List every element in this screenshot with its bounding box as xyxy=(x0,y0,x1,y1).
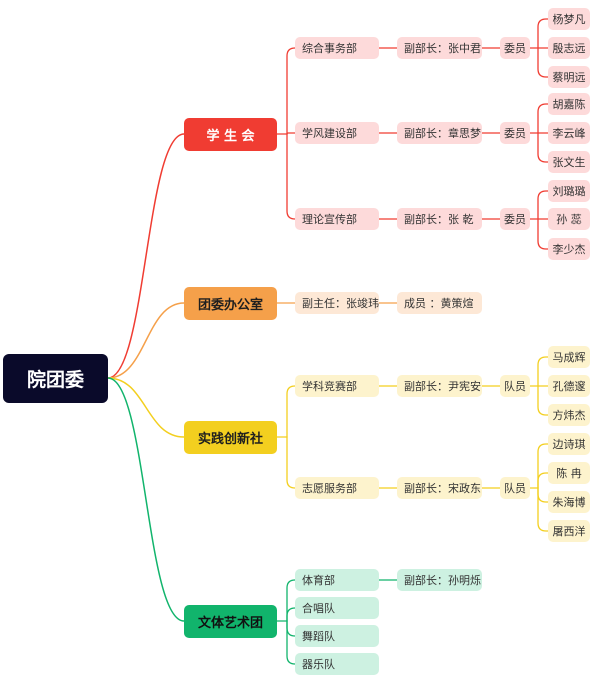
member-name: 陈 冉 xyxy=(548,462,590,484)
connector-curve xyxy=(107,302,185,379)
root-node: 院团委 xyxy=(3,354,108,403)
connector-branch xyxy=(537,47,549,78)
connector-branch xyxy=(537,190,549,220)
unit-head: 副部长：章思梦 xyxy=(397,122,482,144)
dept-student-union: 学 生 会 xyxy=(184,118,277,151)
member-name: 马成辉 xyxy=(548,346,590,368)
unit-theory-propaganda: 理论宣传部 xyxy=(295,208,379,230)
unit-instrumental: 器乐队 xyxy=(295,653,379,675)
connector-branch xyxy=(537,472,549,489)
dept-arts-sports: 文体艺术团 xyxy=(184,605,277,638)
connector-branch xyxy=(286,620,296,637)
unit-head: 副部长：孙明烁 xyxy=(397,569,482,591)
dept-practice-innovation: 实践创新社 xyxy=(184,421,277,454)
unit-choir: 合唱队 xyxy=(295,597,379,619)
connector-curve xyxy=(107,377,185,438)
unit-head: 副部长：宋政东 xyxy=(397,477,482,499)
member-name: 殷志远 xyxy=(548,37,590,59)
unit-head: 副部长：张中君 xyxy=(397,37,482,59)
member-name: 杨梦凡 xyxy=(548,8,590,30)
unit-dance: 舞蹈队 xyxy=(295,625,379,647)
member-name: 刘璐璐 xyxy=(548,180,590,202)
connector-branch xyxy=(537,18,549,49)
member-name: 李少杰 xyxy=(548,238,590,260)
member-name: 李云峰 xyxy=(548,122,590,144)
member-name: 边诗琪 xyxy=(548,433,590,455)
connector-curve xyxy=(107,133,185,379)
unit-study-style: 学风建设部 xyxy=(295,122,379,144)
unit-volunteer: 志愿服务部 xyxy=(295,477,379,499)
connector-branch xyxy=(537,132,549,163)
connector-branch xyxy=(286,436,296,489)
unit-sports: 体育部 xyxy=(295,569,379,591)
connector-branch xyxy=(537,103,549,134)
unit-general-affairs: 综合事务部 xyxy=(295,37,379,59)
connector-branch xyxy=(286,385,296,438)
member-name: 胡嘉陈 xyxy=(548,93,590,115)
connector-branch xyxy=(286,579,296,622)
member-name: 张文生 xyxy=(548,151,590,173)
unit-member: 成员 ：黄策煊 xyxy=(397,292,482,314)
unit-deputy-director: 副主任：张竣玮 xyxy=(295,292,379,314)
connector-branch xyxy=(286,133,296,220)
group-label: 队员 xyxy=(500,477,530,499)
connector-branch xyxy=(537,385,549,416)
member-name: 孙 蕊 xyxy=(548,208,590,230)
unit-head: 副部长：张 乾 xyxy=(397,208,482,230)
connector-branch xyxy=(537,356,549,387)
group-label: 队员 xyxy=(500,375,530,397)
group-label: 委员 xyxy=(500,37,530,59)
member-name: 朱海博 xyxy=(548,491,590,513)
member-name: 孔德邃 xyxy=(548,375,590,397)
connector-branch xyxy=(537,443,549,489)
unit-competition: 学科竞赛部 xyxy=(295,375,379,397)
connector-branch xyxy=(537,487,549,532)
group-label: 委员 xyxy=(500,208,530,230)
member-name: 蔡明远 xyxy=(548,66,590,88)
connector-branch xyxy=(286,607,296,622)
connector-curve xyxy=(107,377,185,622)
member-name: 方炜杰 xyxy=(548,404,590,426)
dept-league-office: 团委办公室 xyxy=(184,287,277,320)
connector-branch xyxy=(286,620,296,665)
connector-branch xyxy=(537,487,549,503)
unit-head: 副部长：尹宪安 xyxy=(397,375,482,397)
connector-branch xyxy=(286,47,296,135)
group-label: 委员 xyxy=(500,122,530,144)
connector-branch xyxy=(537,218,549,250)
connector-branch xyxy=(286,132,296,135)
member-name: 屠西洋 xyxy=(548,520,590,542)
